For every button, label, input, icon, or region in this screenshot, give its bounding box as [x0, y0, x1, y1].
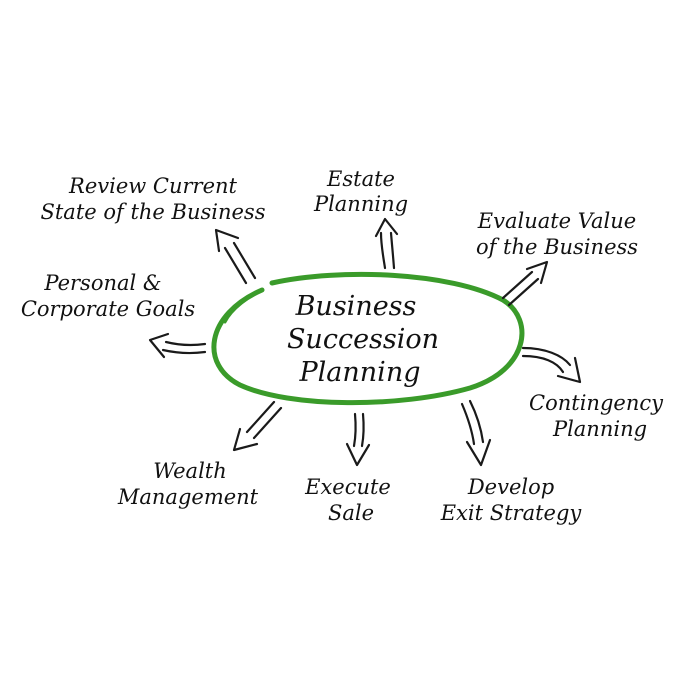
node-evaluate: Evaluate Value of the Business: [476, 209, 638, 259]
arrow-execute-icon: [345, 412, 371, 467]
arrow-contingency-icon: [521, 346, 582, 384]
arrow-evaluate-icon: [501, 260, 549, 307]
arrow-develop-icon: [460, 399, 492, 467]
arrow-estate-icon: [374, 217, 399, 270]
node-personal-line-1: Personal &: [43, 271, 161, 295]
arrow-wealth-icon: [232, 400, 283, 452]
center-title-line-2: Succession: [287, 324, 439, 355]
node-contingency: Contingency Planning: [529, 391, 664, 441]
center-ring: [211, 271, 525, 406]
node-wealth: Wealth Management: [117, 459, 259, 509]
node-review: Review Current State of the Business: [40, 174, 265, 224]
arrow-personal-icon: [148, 332, 207, 359]
node-develop-line-1: Develop: [467, 475, 554, 499]
node-personal: Personal & Corporate Goals: [21, 271, 196, 321]
node-evaluate-line-1: Evaluate Value: [477, 209, 636, 233]
node-develop-line-2: Exit Strategy: [440, 501, 583, 525]
center-title-line-3: Planning: [299, 357, 421, 388]
node-wealth-line-1: Wealth: [153, 459, 227, 483]
node-estate: Estate Planning: [313, 167, 408, 216]
node-wealth-line-2: Management: [117, 485, 259, 509]
node-contingency-line-1: Contingency: [529, 391, 664, 415]
node-estate-line-1: Estate: [326, 167, 395, 191]
node-review-line-2: State of the Business: [40, 200, 265, 224]
node-execute-line-2: Sale: [328, 501, 374, 525]
arrow-review-icon: [214, 228, 257, 285]
node-execute-line-1: Execute: [304, 475, 391, 499]
node-review-line-1: Review Current: [68, 174, 238, 198]
center-title: Business Succession Planning: [287, 291, 439, 388]
center-ring-stroke-inner: [223, 288, 264, 324]
node-estate-line-2: Planning: [313, 192, 408, 216]
node-contingency-line-2: Planning: [552, 417, 647, 441]
center-ring-stroke-outer: [211, 271, 525, 406]
node-evaluate-line-2: of the Business: [476, 235, 638, 259]
node-personal-line-2: Corporate Goals: [21, 297, 196, 321]
node-develop: Develop Exit Strategy: [440, 475, 583, 525]
node-execute: Execute Sale: [304, 475, 391, 525]
center-title-line-1: Business: [295, 291, 417, 322]
